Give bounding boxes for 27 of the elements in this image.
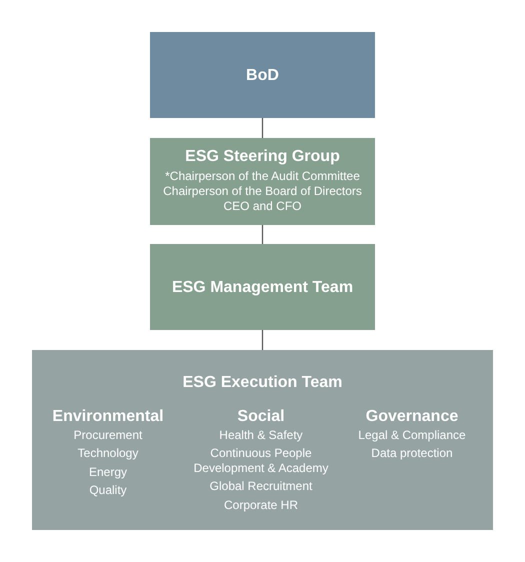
heading-text: Governance (364, 408, 460, 426)
member-text: *Chairperson of the Audit Committee (164, 169, 361, 184)
item-text: Continuous People Development & Academy (192, 446, 330, 476)
org-box (150, 138, 375, 225)
item-text: Procurement (72, 428, 144, 442)
item-text: Quality (88, 483, 128, 498)
item-text: Health & Safety (218, 428, 304, 442)
member-text: Chairperson of the Board of Directors (162, 184, 363, 199)
connector-line (262, 330, 264, 350)
connector-line (262, 225, 264, 244)
org-box (150, 244, 375, 330)
heading-text: Environmental (51, 408, 165, 426)
team-panel (32, 350, 493, 530)
member-text: CEO and CFO (222, 199, 303, 214)
item-text: Global Recruitment (208, 479, 314, 494)
item-text: Legal & Compliance (357, 428, 467, 442)
heading-text: ESG Execution Team (182, 373, 344, 393)
item-text: Corporate HR (222, 498, 300, 512)
item-text: Data protection (370, 446, 454, 461)
heading-text: ESG Management Team (170, 278, 354, 298)
item-text: Energy (88, 464, 128, 480)
connector-line (262, 118, 264, 138)
heading-text: ESG Steering Group (184, 147, 341, 167)
item-text: Technology (76, 446, 140, 461)
org-box (150, 32, 375, 118)
heading-text: Social (236, 408, 286, 426)
heading-text: BoD (245, 66, 280, 86)
